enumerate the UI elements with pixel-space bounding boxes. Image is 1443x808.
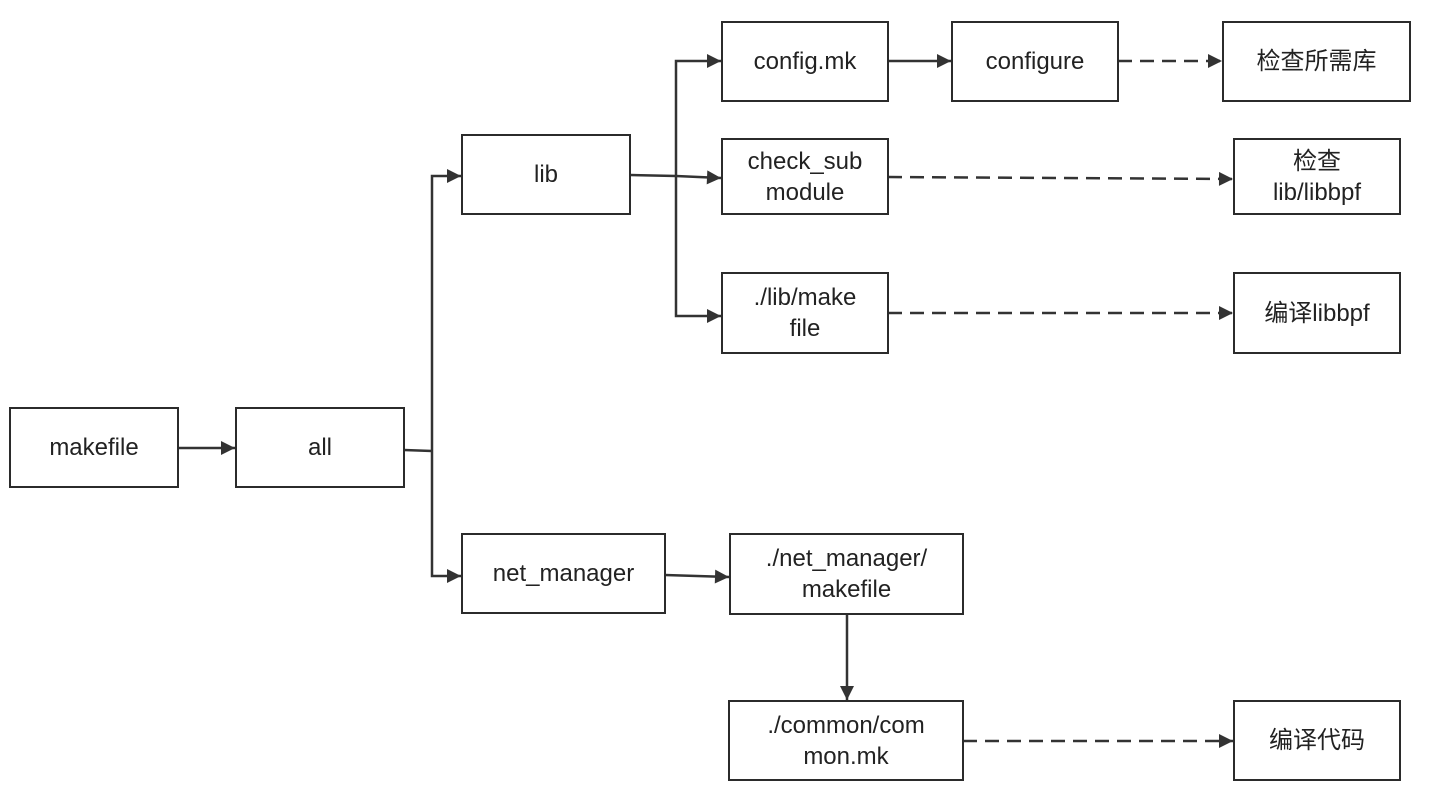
edge-lib-trunk [629, 173, 677, 178]
edge-check-sub-to-check-libbpf [887, 171, 1234, 186]
node-label: lib [533, 161, 558, 188]
node-net-manager-makefile: ./net_manager/ makefile [729, 533, 964, 615]
node-label-line-2: module [765, 178, 845, 206]
edge-lib-to-lib-make [674, 176, 721, 323]
node-label: 编译代码 [1269, 727, 1365, 754]
node-label-line-1: check_sub [747, 147, 863, 175]
node-label: makefile [49, 434, 139, 461]
node-check-required-libs: 检查所需库 [1222, 21, 1411, 102]
edge-all-trunk [403, 448, 433, 453]
node-label-line-1: ./net_manager/ [765, 545, 928, 572]
node-label: 编译libbpf [1264, 299, 1370, 327]
node-label-line-2: mon.mk [803, 742, 889, 770]
node-lib: lib [461, 134, 631, 215]
node-config-mk: config.mk [721, 21, 889, 102]
node-label-line-1: 检查 [1293, 147, 1341, 175]
node-label: 检查所需库 [1256, 48, 1377, 75]
node-check-libbpf: 检查 lib/libbpf [1233, 138, 1401, 215]
node-build-libbpf: 编译libbpf [1233, 272, 1401, 354]
node-label-line-2: makefile [801, 576, 892, 603]
edge-net-manager-to-nm-makefile [664, 569, 730, 584]
edge-lib-to-config-mk [674, 54, 721, 176]
edge-all-to-net-manager [430, 451, 461, 583]
node-all: all [235, 407, 405, 488]
node-label: all [307, 434, 332, 461]
node-label: configure [985, 48, 1085, 75]
edge-all-to-lib [430, 169, 461, 451]
node-makefile: makefile [9, 407, 179, 488]
node-label-line-1: ./lib/make [753, 284, 857, 311]
node-label-line-1: ./common/com [767, 711, 925, 739]
node-lib-makefile: ./lib/make file [721, 272, 889, 354]
node-configure: configure [951, 21, 1119, 102]
node-common-mk: ./common/com mon.mk [728, 700, 964, 781]
edge-lib-to-check-sub [675, 170, 722, 185]
node-label: net_manager [492, 560, 635, 587]
node-build-code: 编译代码 [1233, 700, 1401, 781]
node-net-manager: net_manager [461, 533, 666, 614]
node-check-submodule: check_sub module [721, 138, 889, 215]
node-label: config.mk [753, 48, 857, 75]
node-label-line-2: file [789, 315, 821, 342]
node-label-line-2: lib/libbpf [1272, 178, 1362, 206]
